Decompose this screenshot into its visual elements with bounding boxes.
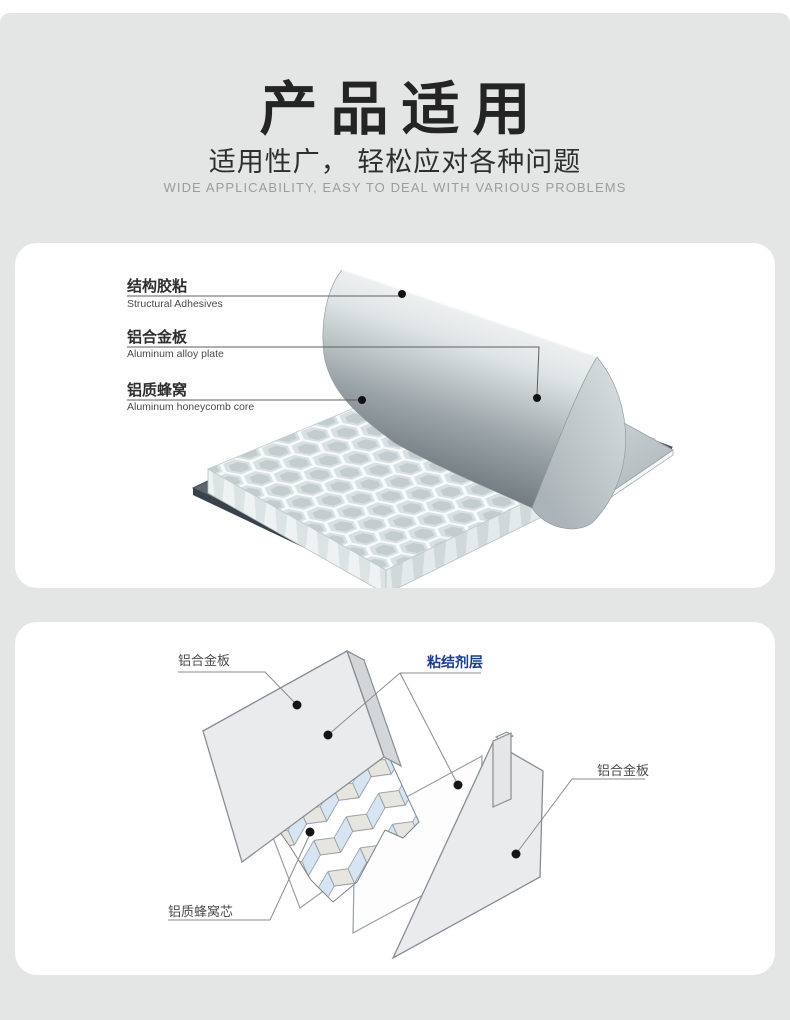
page-subtitle: 适用性广， 轻松应对各种问题 (208, 147, 582, 177)
rolled-aluminum-sheet (322, 269, 626, 530)
callout-alloy-plate: 铝合金板 Aluminum alloy plate (127, 328, 541, 402)
callout-label-en: Aluminum honeycomb core (127, 401, 254, 413)
callout-plate-left: 铝合金板 (178, 653, 302, 710)
roll-end-cap (531, 356, 626, 530)
callout-label-cn: 铝质蜂窝 (127, 381, 187, 399)
card-panel-structure: 结构胶粘 Structural Adhesives 铝合金板 Aluminum … (15, 243, 775, 588)
callout-dot (511, 849, 521, 859)
page-subtitle-en: WIDE APPLICABILITY, EASY TO DEAL WITH VA… (163, 180, 627, 195)
honeycomb-panel-diagram: 结构胶粘 Structural Adhesives 铝合金板 Aluminum … (127, 269, 674, 588)
callout-dot (305, 827, 315, 837)
callout-label-en: Structural Adhesives (127, 298, 223, 310)
callout-core: 铝质蜂窝芯 (168, 827, 315, 921)
exploded-panel-diagram: 铝合金板 粘结剂层 铝合金板 铝质蜂窝芯 (168, 649, 649, 960)
callout-dot (292, 700, 302, 710)
callout-label: 铝质蜂窝芯 (168, 904, 233, 919)
callout-dot (453, 780, 463, 790)
callout-label-en: Aluminum alloy plate (127, 348, 224, 360)
right-aluminum-plate (391, 731, 544, 960)
callout-plate-right: 铝合金板 (511, 763, 649, 859)
callout-dot (398, 290, 406, 298)
page-title: 产品适用 (259, 77, 544, 142)
callout-label-cn: 铝合金板 (127, 328, 188, 346)
callout-dot (533, 394, 541, 402)
callout-label: 铝合金板 (597, 763, 649, 778)
callout-honeycomb: 铝质蜂窝 Aluminum honeycomb core (127, 381, 366, 413)
callout-structural-adhesive: 结构胶粘 Structural Adhesives (127, 277, 406, 310)
callout-label: 铝合金板 (178, 653, 230, 668)
card-exploded-view: 铝合金板 粘结剂层 铝合金板 铝质蜂窝芯 (15, 622, 775, 975)
callout-adhesive-layer: 粘结剂层 (323, 654, 483, 790)
callout-label-adhesive: 粘结剂层 (427, 654, 483, 670)
callout-dot (323, 730, 333, 740)
callout-label-cn: 结构胶粘 (127, 277, 187, 295)
left-aluminum-plate (201, 649, 403, 864)
callout-dot (358, 396, 366, 404)
